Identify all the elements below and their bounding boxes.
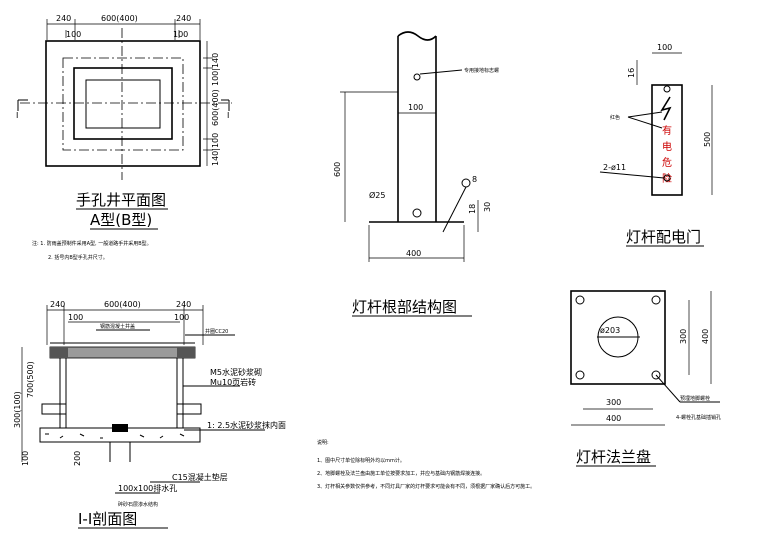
warning-char-1: 有 [662, 124, 672, 137]
pole-door: 100 有 电 危 险 16 500 红色 2-ø11 灯杆配电门 [599, 43, 713, 247]
root-dim-18: 18 [468, 204, 477, 214]
dim-inner-right: 100 [173, 30, 188, 39]
sec-dim-top-left: 240 [50, 300, 65, 309]
section-view-title: I-I剖面图 [78, 510, 137, 528]
flange-dim-h400: 400 [701, 329, 710, 344]
hand-hole-note-1: 注: 1. 防雨盖预制件采用A型, 一般道路手井采用B型。 [32, 240, 152, 247]
hand-hole-plan-subtitle: A型(B型) [90, 211, 152, 229]
door-dim-100: 100 [657, 43, 672, 52]
sec-dim-inner-right: 100 [174, 313, 189, 322]
label-mortar: M5水泥砂浆砌 [210, 367, 262, 377]
flange-dim-300: 300 [606, 398, 621, 407]
flange-plate: ø203 300 400 300 400 预埋地脚螺栓 4-螺栓孔基础插销孔 灯… [570, 290, 721, 467]
dim-top-right: 240 [176, 14, 191, 23]
label-concrete: C15混凝土垫层 [172, 472, 228, 482]
flange-title: 灯杆法兰盘 [576, 448, 651, 466]
label-frame: 井圈CC20 [205, 328, 228, 335]
root-dim-100: 100 [408, 103, 423, 112]
label-brick: Mu10页岩砖 [210, 377, 256, 387]
label-ground: 专用接地标志螺 [464, 67, 499, 74]
warning-char-4: 险 [662, 172, 672, 185]
pole-root-structure: 专用接地标志螺 100 600 400 Ø25 8 18 30 灯杆根部结构图 [333, 31, 499, 317]
root-dim-600: 600 [333, 162, 342, 177]
hand-hole-plan: 240 600(400) 240 100 100 I I 100|140 600… [16, 14, 232, 261]
sec-dim-height: 700(500) [26, 361, 35, 398]
label-drain: 100x100排水孔 [118, 483, 177, 493]
sec-dim-top-mid: 600(400) [104, 300, 141, 309]
flange-label-hole: 4-螺栓孔基础插销孔 [676, 414, 721, 421]
root-dim-30: 30 [483, 202, 492, 212]
section-mark-left: I [16, 111, 18, 120]
warning-char-3: 危 [662, 157, 672, 169]
flange-dim-dia: ø203 [600, 326, 620, 335]
root-dim-25: Ø25 [369, 190, 385, 200]
label-cover: 钢筋混凝土井盖 [100, 323, 135, 330]
sec-dim-bottom: 100 [21, 451, 30, 466]
sec-dim-inner-left: 100 [68, 313, 83, 322]
dim-side-mid: 600(400) [211, 89, 220, 126]
hand-hole-note-2: 2. 括号内B型手孔井尺寸。 [48, 254, 108, 261]
notes-item-1: 1、图中尺寸单位除标明外均以mm计。 [317, 457, 405, 464]
notes-item-2: 2、地脚螺栓及法兰盘由施工单位按要求加工，并应与基础内钢筋焊接连接。 [317, 470, 485, 477]
root-dim-400: 400 [406, 249, 421, 258]
notes-item-3: 3、灯杆相关参数仅供参考，不同灯具厂家的灯杆要求可能会有不同，须根据厂家确认后方… [317, 483, 535, 490]
section-view: 240 600(400) 240 100 100 700(500) 300(10… [13, 300, 286, 529]
dim-inner-left: 100 [66, 30, 81, 39]
notes-heading: 说明: [317, 439, 329, 446]
door-title: 灯杆配电门 [626, 228, 701, 246]
sec-dim-base: 200 [73, 451, 82, 466]
flange-dim-400: 400 [606, 414, 621, 423]
root-dim-8: 8 [472, 175, 477, 184]
sec-dim-top-right: 240 [176, 300, 191, 309]
door-label-hole: 2-ø11 [603, 163, 626, 172]
label-plaster: 1: 2.5水泥砂浆抹内面 [207, 420, 286, 430]
door-dim-500: 500 [703, 132, 712, 147]
label-gravel: 碎砂石层渗水结构 [118, 501, 158, 508]
general-notes: 说明: 1、图中尺寸单位除标明外均以mm计。 2、地脚螺栓及法兰盘由施工单位按要… [317, 439, 535, 490]
hand-hole-plan-title: 手孔井平面图 [76, 191, 166, 209]
sec-dim-lower: 300(100) [13, 391, 22, 428]
warning-char-2: 电 [662, 140, 672, 153]
flange-dim-h300: 300 [679, 329, 688, 344]
door-label-red: 红色 [610, 114, 620, 121]
dim-side-bot: 140|100 [211, 133, 220, 166]
door-dim-16: 16 [627, 68, 636, 78]
dim-top-left: 240 [56, 14, 71, 23]
dim-side-top: 100|140 [211, 53, 220, 86]
pole-root-title: 灯杆根部结构图 [352, 298, 457, 316]
flange-label-bolt: 预埋地脚螺栓 [680, 395, 710, 402]
section-mark-right: I [227, 111, 229, 120]
dim-top-mid: 600(400) [101, 14, 138, 23]
